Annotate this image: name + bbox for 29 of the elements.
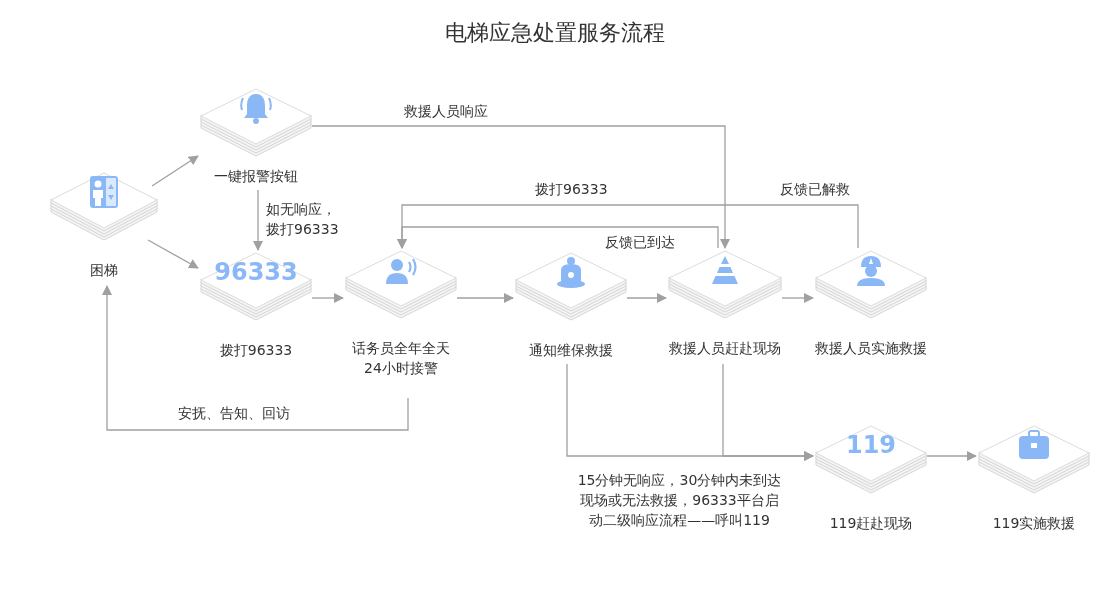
edge-label: 反馈已解救 bbox=[778, 179, 852, 199]
edge-label: 反馈已到达 bbox=[603, 232, 677, 252]
arrow bbox=[147, 239, 199, 269]
step-caption: 一键报警按钮 bbox=[213, 167, 299, 186]
arrow bbox=[151, 155, 199, 187]
diagram-title: 电梯应急处置服务流程 bbox=[444, 19, 666, 47]
step-caption: 拨打96333 bbox=[218, 341, 294, 360]
step-caption: 通知维保救援 bbox=[528, 341, 614, 360]
step-caption: 救援人员实施救援 bbox=[814, 339, 928, 358]
arrow bbox=[311, 293, 344, 303]
arrow bbox=[456, 293, 514, 303]
arrow bbox=[311, 125, 730, 249]
step-caption: 119赶赴现场 bbox=[828, 514, 914, 533]
number-text: 96333 bbox=[213, 258, 299, 286]
arrow bbox=[626, 293, 667, 303]
step-caption: 话务员全年全天 24小时接警 bbox=[351, 339, 451, 378]
step-caption: 119实施救援 bbox=[991, 514, 1077, 533]
arrow bbox=[253, 189, 263, 251]
arrow bbox=[781, 293, 814, 303]
arrow bbox=[722, 363, 814, 461]
annotation-text: 拨打96333 bbox=[533, 179, 610, 199]
step-caption: 救援人员赶赴现场 bbox=[668, 339, 782, 358]
step-caption: 困梯 bbox=[89, 261, 119, 280]
arrow bbox=[926, 451, 977, 461]
edge-label: 救援人员响应 bbox=[402, 101, 490, 121]
edge-label: 安抚、告知、回访 bbox=[176, 403, 292, 423]
number-text: 119 bbox=[844, 431, 898, 459]
arrow bbox=[397, 226, 719, 249]
arrow bbox=[102, 285, 409, 431]
